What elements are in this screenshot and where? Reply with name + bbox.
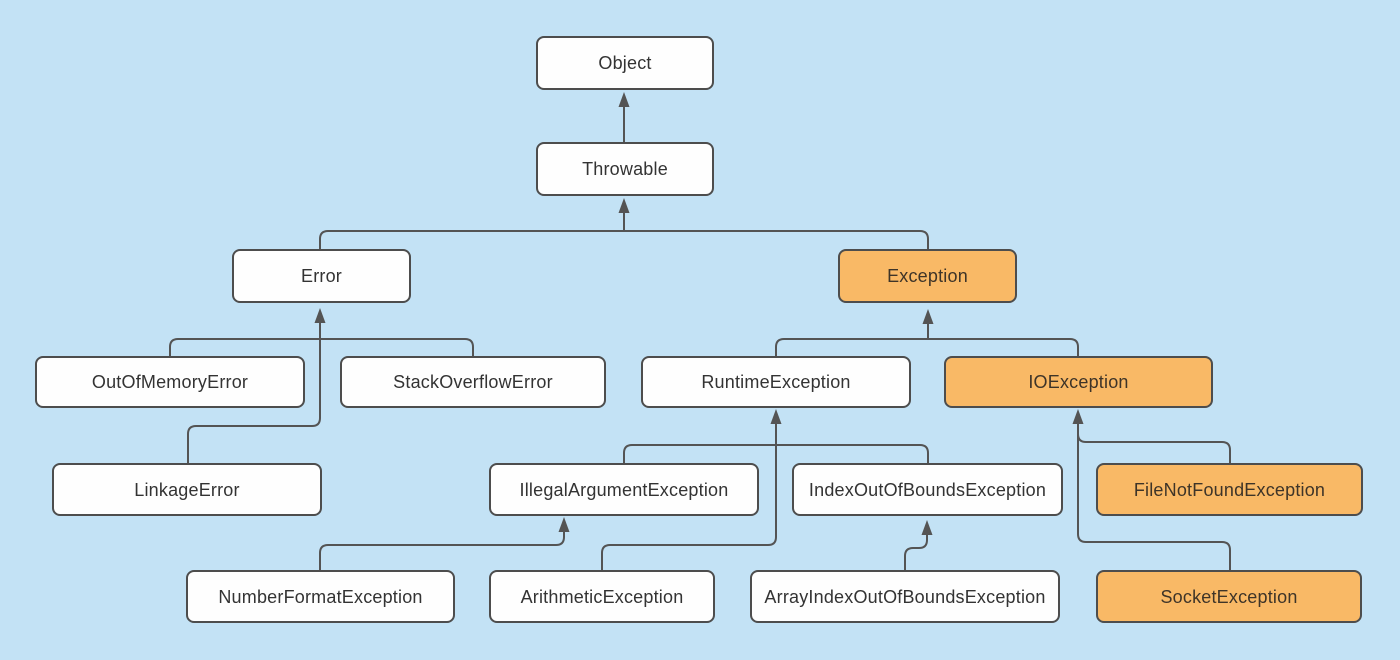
edge-arithmetic-runtime: [601, 424, 777, 570]
edge-linkageerror-error: [187, 323, 321, 463]
node-arithmeticexception: ArithmeticException: [489, 570, 715, 623]
edge-bracket-oom-soe: [169, 338, 474, 356]
arrowhead-into-runtimeexception: [770, 409, 782, 424]
node-runtimeexception: RuntimeException: [641, 356, 911, 408]
edge-filenotfound-io: [1077, 424, 1231, 463]
edge-bracket-error-exception: [319, 230, 929, 250]
edge-socket-io: [1077, 424, 1231, 570]
node-linkageerror: LinkageError: [52, 463, 322, 516]
node-object: Object: [536, 36, 714, 90]
node-ioexception: IOException: [944, 356, 1213, 408]
edge-bracket-runtime-io: [775, 338, 1079, 356]
node-stackoverflowerror: StackOverflowError: [340, 356, 606, 408]
node-exception: Exception: [838, 249, 1017, 303]
node-numberformatexception: NumberFormatException: [186, 570, 455, 623]
node-outofmemoryerror: OutOfMemoryError: [35, 356, 305, 408]
edge-arrayindex-ioobe: [904, 535, 928, 570]
arrowhead-into-throwable: [618, 198, 630, 213]
node-error: Error: [232, 249, 411, 303]
arrowhead-into-object: [618, 92, 630, 107]
edge-numberformat-iae: [319, 532, 565, 570]
node-filenotfoundexception: FileNotFoundException: [1096, 463, 1363, 516]
node-illegalargumentexception: IllegalArgumentException: [489, 463, 759, 516]
node-arrayindexoutofboundsexception: ArrayIndexOutOfBoundsException: [750, 570, 1060, 623]
arrowhead-into-indexoutofboundsexception: [921, 520, 933, 535]
arrowhead-into-exception: [922, 309, 934, 324]
node-indexoutofboundsexception: IndexOutOfBoundsException: [792, 463, 1063, 516]
arrowhead-into-illegalargumentexception: [558, 517, 570, 532]
arrowhead-into-ioexception: [1072, 409, 1084, 424]
arrowhead-into-error: [314, 308, 326, 323]
node-socketexception: SocketException: [1096, 570, 1362, 623]
node-throwable: Throwable: [536, 142, 714, 196]
